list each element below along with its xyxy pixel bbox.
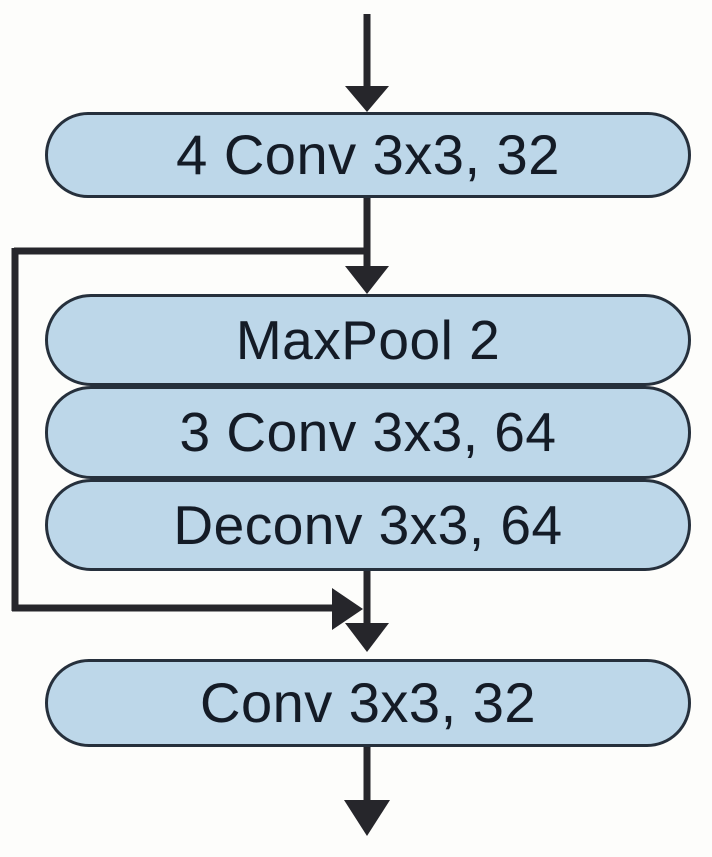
node-conv-in-label: 4 Conv 3x3, 32 [176, 123, 560, 186]
node-conv-in[interactable]: 4 Conv 3x3, 32 [45, 112, 692, 202]
node-maxpool-label: MaxPool 2 [235, 308, 501, 371]
node-conv-mid[interactable]: 3 Conv 3x3, 64 [45, 386, 692, 483]
node-deconv[interactable]: Deconv 3x3, 64 [45, 479, 692, 575]
node-maxpool[interactable]: MaxPool 2 [45, 294, 692, 390]
deconv-to-conv-out-arrow [345, 568, 389, 652]
output-arrow [344, 745, 390, 836]
conv-in-to-maxpool-arrow [345, 196, 389, 294]
skip-connection-path [11, 247, 370, 630]
node-conv-out[interactable]: Conv 3x3, 32 [45, 659, 692, 751]
node-conv-mid-label: 3 Conv 3x3, 64 [179, 401, 557, 463]
input-arrow [345, 14, 389, 112]
node-deconv-label: Deconv 3x3, 64 [173, 493, 563, 556]
node-conv-out-label: Conv 3x3, 32 [200, 671, 536, 734]
